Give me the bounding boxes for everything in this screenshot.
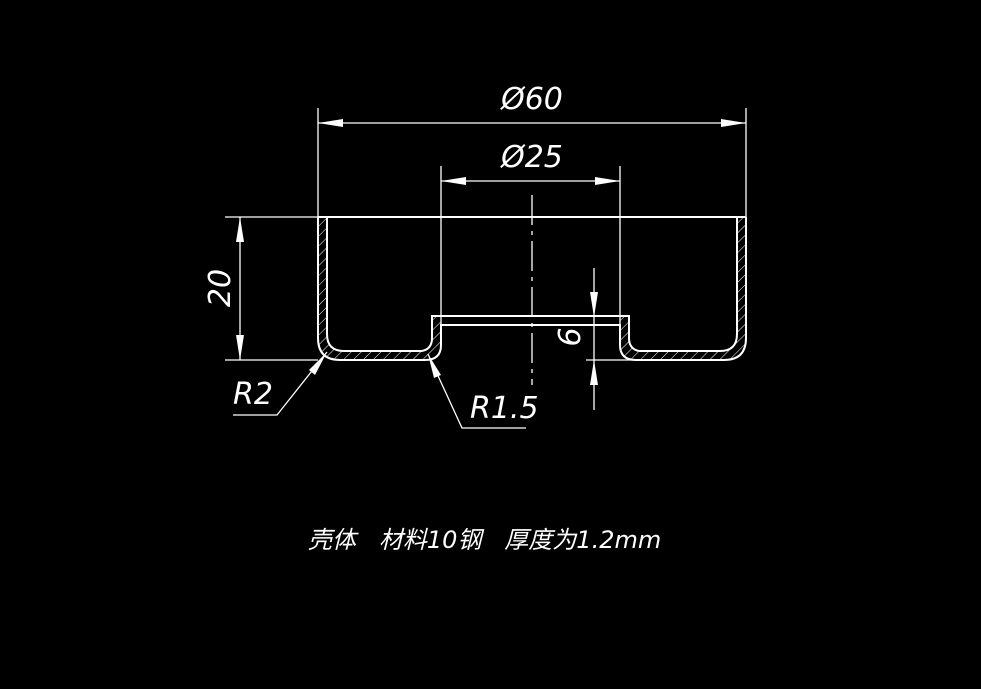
right-wall-inner [639,217,738,352]
arrow-down-icon [590,292,598,317]
arrow-up-icon [236,217,244,242]
outer-diameter-label: Ø60 [499,82,563,117]
left-wall-inner [326,217,422,352]
central-step-inner [421,315,640,352]
shell-section [317,216,747,361]
height-dimension: 20 [203,216,318,361]
step-right-hatch [620,316,639,360]
outer-radius-leader: R2 [233,351,328,416]
part-caption: 壳体 材料10钢 厚度为1.2mm [308,526,661,554]
outer-radius-label: R2 [233,377,273,412]
inner-diameter-dimension: Ø25 [440,140,621,325]
arrow-right-icon [595,177,620,185]
right-wall-hatch [636,217,746,360]
inner-radius-leader: R1.5 [427,353,539,429]
arrow-left-icon [441,177,466,185]
central-step-outer [424,324,637,361]
height-label: 20 [203,269,238,307]
arrow-right-icon [721,119,746,127]
step-depth-dimension: 6 [553,268,636,410]
outer-diameter-dimension: Ø60 [317,82,747,217]
right-wall-outer [636,217,747,361]
arrow-left-icon [318,119,343,127]
leader-arrow-icon [428,354,441,378]
inner-diameter-label: Ø25 [499,140,563,175]
left-wall-hatch [318,217,425,360]
leader-line-r2 [233,351,328,416]
inner-radius-label: R1.5 [470,391,539,426]
leader-arrow-icon [309,352,327,375]
arrow-up-icon [590,360,598,385]
step-left-hatch [422,316,441,360]
step-depth-label: 6 [553,327,588,346]
leader-line-r15 [427,353,526,429]
left-wall-outer [317,217,425,361]
arrow-down-icon [236,335,244,360]
